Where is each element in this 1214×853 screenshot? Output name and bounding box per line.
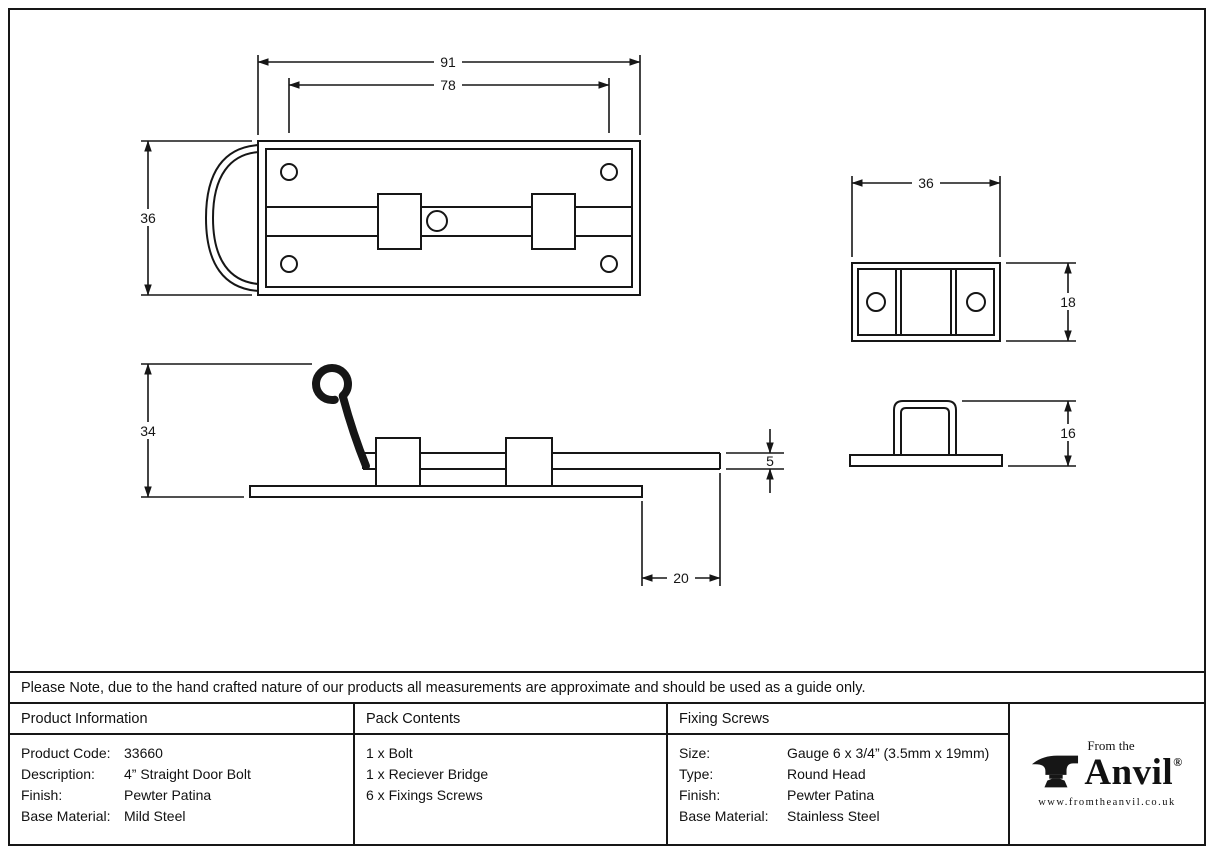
dim-label-bg (667, 569, 695, 586)
table-row: Base Material: Mild Steel (21, 805, 342, 826)
logo-wordmark: Anvil® (1084, 754, 1182, 791)
table-row: Description: 4” Straight Door Bolt (21, 763, 342, 784)
screw-hole (280, 255, 298, 273)
pack-contents-column: Pack Contents 1 x Bolt 1 x Reciever Brid… (355, 704, 668, 844)
screw-hole (600, 163, 618, 181)
handle-curl (312, 364, 352, 404)
receiver-plan-dimension-lines (851, 176, 1076, 342)
bolt-knob-outer (204, 144, 260, 292)
bolt-plate-inner (265, 148, 633, 288)
table-row: Type: Round Head (679, 763, 997, 784)
dim-bridge-width: 36 (918, 175, 934, 191)
spec-value: Mild Steel (124, 807, 186, 824)
receiver-plate-inner (857, 268, 995, 336)
side-dimension-lines (141, 363, 784, 586)
handle-tail (339, 393, 370, 470)
table-row: Finish: Pewter Patina (21, 784, 342, 805)
screw-hole (280, 163, 298, 181)
rod-guide (375, 437, 421, 487)
pack-item: 1 x Reciever Bridge (366, 765, 489, 782)
bolt-plan-view (204, 140, 641, 296)
spec-value: Gauge 6 x 3/4” (3.5mm x 19mm) (787, 744, 990, 761)
logo-website: www.fromtheanvil.co.uk (1038, 796, 1176, 808)
dim-label-bg (134, 422, 162, 439)
spec-value: 33660 (124, 744, 163, 761)
baseplate-edge (249, 485, 643, 498)
spec-value: 4” Straight Door Bolt (124, 765, 251, 782)
spec-value: Stainless Steel (787, 807, 880, 824)
spec-label: Size: (679, 744, 711, 761)
bridge-loop-outer (893, 400, 957, 455)
spec-label: Base Material: (679, 807, 769, 824)
rod-guide (377, 193, 422, 250)
pack-item: 1 x Bolt (366, 744, 413, 761)
bolt-side-view (249, 364, 721, 498)
note-text: Please Note, due to the hand crafted nat… (21, 679, 866, 696)
spec-label: Description: (21, 765, 95, 782)
pack-contents-header: Pack Contents (355, 704, 666, 735)
table-row: Base Material: Stainless Steel (679, 805, 997, 826)
dim-plate-length: 91 (440, 54, 456, 70)
baseplate-edge (849, 454, 1003, 467)
receiver-plan-view (851, 262, 1001, 342)
dim-plate-height: 36 (140, 210, 156, 226)
spec-label: Product Code: (21, 744, 111, 761)
bolt-plate-outer (257, 140, 641, 296)
dim-screw-spacing: 78 (440, 77, 456, 93)
product-information-body: Product Code: 33660 Description: 4” Stra… (10, 735, 353, 826)
screw-hole (966, 292, 986, 312)
spec-label: Finish: (679, 786, 721, 803)
bridge-loop-inner (900, 407, 950, 455)
logo-text: From the Anvil® (1084, 739, 1182, 791)
spec-value: Pewter Patina (787, 786, 875, 803)
dim-rod-throw: 20 (673, 570, 689, 586)
brand-logo: From the Anvil® www.fromtheanvil.co.uk (1010, 704, 1204, 844)
logo-tagline: From the (1087, 737, 1135, 753)
sheet-frame: 91 78 36 34 (8, 8, 1206, 846)
product-information-column: Product Information Product Code: 33660 … (10, 704, 355, 844)
handle-stem (426, 210, 448, 232)
logo-name: Anvil (1084, 751, 1174, 793)
rod-guide (505, 437, 553, 487)
dim-side-height: 34 (140, 423, 156, 439)
dim-label-bg (434, 76, 462, 93)
dim-rod-diameter: 5 (766, 453, 774, 469)
dim-label-bg (434, 53, 462, 70)
drawing-area: 91 78 36 34 (10, 10, 1204, 671)
spec-label: Finish: (21, 786, 63, 803)
table-row: Product Code: 33660 (21, 742, 342, 763)
dim-label-bg (1054, 424, 1082, 441)
anvil-icon (1032, 755, 1079, 787)
spec-label: Type: (679, 765, 714, 782)
technical-drawing: 91 78 36 34 (134, 53, 1082, 586)
rod-guide (531, 193, 576, 250)
screw-hole (600, 255, 618, 273)
receiver-side-view (849, 400, 1003, 467)
receiver-plate-outer (851, 262, 1001, 342)
registered-mark: ® (1173, 754, 1183, 769)
table-row: Size: Gauge 6 x 3/4” (3.5mm x 19mm) (679, 742, 997, 763)
logo-row: From the Anvil® (1031, 739, 1182, 791)
fixing-screws-column: Fixing Screws Size: Gauge 6 x 3/4” (3.5m… (668, 704, 1010, 844)
dim-label-bg (912, 174, 940, 191)
spec-value: Round Head (787, 765, 866, 782)
table-row: Finish: Pewter Patina (679, 784, 997, 805)
dim-bridge-height: 16 (1060, 425, 1076, 441)
dim-bridge-depth: 18 (1060, 294, 1076, 310)
product-information-header: Product Information (10, 704, 353, 735)
pack-contents-body: 1 x Bolt 1 x Reciever Bridge 6 x Fixings… (355, 735, 666, 805)
bolt-knob-inner (211, 151, 260, 285)
fixing-screws-header: Fixing Screws (668, 704, 1008, 735)
dim-label-bg (1054, 293, 1082, 310)
pack-item: 6 x Fixings Screws (366, 786, 483, 803)
screw-hole (866, 292, 886, 312)
spec-label: Base Material: (21, 807, 111, 824)
fixing-screws-body: Size: Gauge 6 x 3/4” (3.5mm x 19mm) Type… (668, 735, 1008, 826)
spec-table: Product Information Product Code: 33660 … (10, 702, 1204, 844)
note-row: Please Note, due to the hand crafted nat… (10, 671, 1204, 702)
spec-value: Pewter Patina (124, 786, 212, 803)
dim-label-bg (134, 209, 162, 226)
